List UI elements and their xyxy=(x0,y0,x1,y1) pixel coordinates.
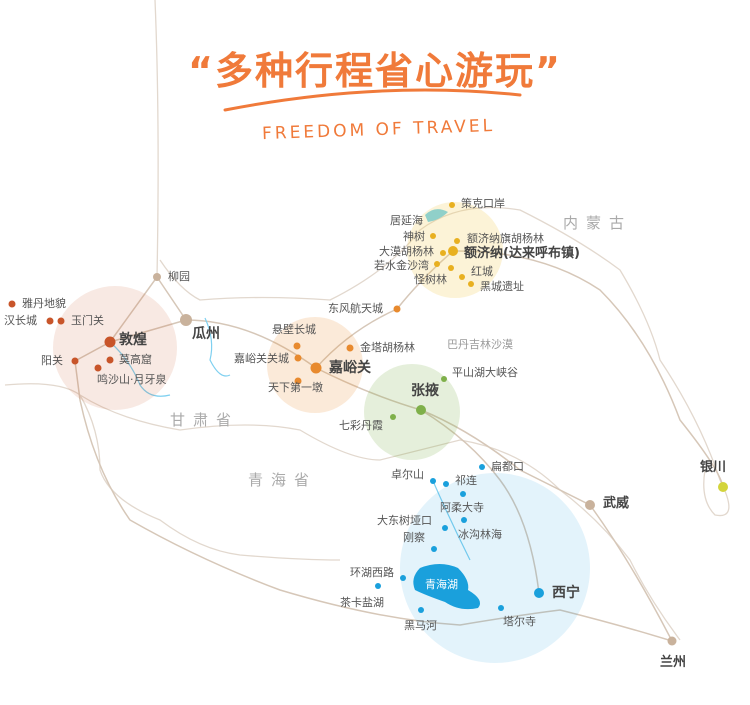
place-ceke: 策克口岸 xyxy=(461,197,505,210)
place-heima: 黑马河 xyxy=(404,619,437,632)
title-swoosh xyxy=(223,88,522,112)
place-ejinaqi: 额济纳旗胡杨林 xyxy=(467,232,544,245)
place-yangguan: 阳关 xyxy=(41,354,63,367)
place-dongfeng: 东风航天城 xyxy=(328,302,383,315)
place-tianxia: 天下第一墩 xyxy=(268,381,323,394)
ejina-dots xyxy=(430,202,474,287)
place-mogaoku: 莫高窟 xyxy=(119,353,152,366)
place-ejina: 额济纳(达来呼布镇) xyxy=(464,246,580,261)
place-jinta: 金塔胡杨林 xyxy=(360,341,415,354)
rivers xyxy=(109,317,471,561)
place-damo: 大漠胡杨林 xyxy=(379,245,434,258)
place-qinghaihu: 青海湖 xyxy=(425,578,458,591)
place-binggou: 冰沟林海 xyxy=(458,528,502,541)
page-title: “多种行程省心游玩” xyxy=(188,49,562,93)
place-lanzhou: 兰州 xyxy=(660,655,687,670)
place-hongcheng: 红城 xyxy=(471,265,493,278)
qinghai-area xyxy=(400,473,590,663)
place-xining: 西宁 xyxy=(552,585,580,601)
place-liuyuan: 柳园 xyxy=(168,270,190,283)
place-yinchuan: 银川 xyxy=(700,460,727,475)
juyanhai-lake xyxy=(425,209,448,222)
place-guaishu: 怪树林 xyxy=(414,273,447,286)
dunhuang-dots xyxy=(8,300,116,372)
zhangye-area xyxy=(364,364,460,460)
place-qicai: 七彩丹霞 xyxy=(339,419,383,432)
region-gansu: 甘肃省 xyxy=(170,411,240,429)
place-guazhou: 瓜州 xyxy=(192,326,220,342)
place-taer: 塔尔寺 xyxy=(503,615,536,628)
place-yumenguan: 玉门关 xyxy=(71,314,104,327)
place-chaka: 茶卡盐湖 xyxy=(340,596,384,609)
jiayuguan-dots xyxy=(293,305,401,385)
place-heicheng: 黑城遗址 xyxy=(480,280,524,293)
place-hanchangcheng: 汉长城 xyxy=(4,314,37,327)
place-guancheng: 嘉峪关关城 xyxy=(234,352,289,365)
dunhuang-area xyxy=(53,286,177,410)
qinghai-dots xyxy=(375,464,544,613)
place-mingshashan: 鸣沙山·月牙泉 xyxy=(97,373,167,386)
region-neimenggu: 内蒙古 xyxy=(563,214,633,232)
place-jiayuguan: 嘉峪关 xyxy=(329,360,371,376)
city-dots xyxy=(153,273,677,646)
place-biandu: 扁都口 xyxy=(491,460,524,473)
yinchuan-dot xyxy=(718,482,728,492)
place-gangcha: 刚察 xyxy=(403,531,425,544)
place-dadongshu: 大东树垭口 xyxy=(377,514,432,527)
zhangye-dots xyxy=(390,376,447,420)
place-ruoshui: 若水金沙湾 xyxy=(374,259,429,272)
place-zhuoer: 卓尔山 xyxy=(391,468,424,481)
qinghai-lake xyxy=(413,564,481,610)
roads xyxy=(74,250,724,642)
place-pingshanhu: 平山湖大峡谷 xyxy=(452,366,518,379)
place-shenshu: 神树 xyxy=(403,230,425,243)
place-yadan: 雅丹地貌 xyxy=(22,297,66,310)
place-zhangye: 张掖 xyxy=(411,383,439,399)
place-xuanbi: 悬壁长城 xyxy=(272,323,316,336)
place-juyanhai: 居延海 xyxy=(390,214,423,227)
place-wuwei: 武威 xyxy=(603,496,630,511)
place-qilian: 祁连 xyxy=(455,474,477,487)
region-qinghai: 青海省 xyxy=(248,471,318,489)
region-badanjilin: 巴丹吉林沙漠 xyxy=(447,338,513,351)
place-huanhu: 环湖西路 xyxy=(350,566,394,579)
place-dunhuang: 敦煌 xyxy=(119,332,147,348)
place-arou: 阿柔大寺 xyxy=(440,501,484,514)
